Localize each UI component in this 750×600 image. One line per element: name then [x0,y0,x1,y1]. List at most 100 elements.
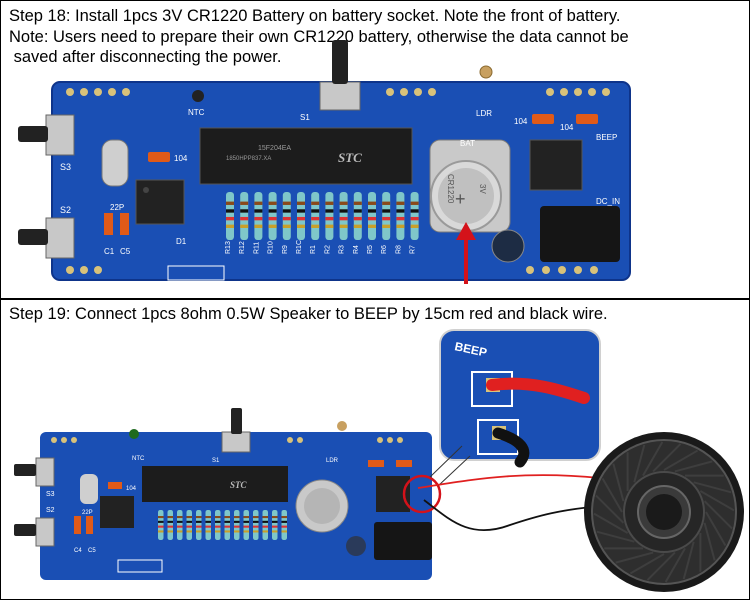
ntc-sensor [192,90,204,102]
resistor-label: R5 [367,245,374,254]
resistor-label: R1C [296,240,303,254]
mcu-chip-2 [142,466,288,502]
ntc-sensor-2 [129,429,139,439]
battery-model: CR1220 [446,174,455,204]
step18-line3: saved after disconnecting the power. [9,48,282,66]
resistor-label: R11 [253,242,260,254]
svg-text:+: + [455,189,466,209]
electrolytic-cap [491,229,525,263]
ds-chip-2 [100,496,134,528]
electrolytic-cap-2 [346,536,366,556]
step19-line1: Step 19: Connect 1pcs 8ohm 0.5W Speaker … [9,305,608,323]
resistor [158,510,164,540]
resistor [262,510,268,540]
label-grtv: G R T V [172,284,204,294]
cap-22p-a [104,213,113,235]
label-s3: S3 [60,162,71,172]
mcu-chip: STC 15F204EA 1850HPP837.XA [199,127,413,185]
resistor [177,510,183,540]
label-c5: C5 [120,247,131,256]
step18-line1: Step 18: Install 1pcs 3V CR1220 Battery … [9,7,621,25]
resistor-label: R3 [339,245,346,254]
label-s1-b: S1 [212,458,220,464]
battery-icon: 3V CR1220 + [429,139,511,233]
zoom-connector-b [437,455,471,487]
resistor [186,510,192,540]
arrow-up-icon [456,222,476,284]
label-c1: C1 [104,247,115,256]
cap-104-left [148,152,170,162]
resistor [272,510,278,540]
step18-line2: Note: Users need to prepare their own CR… [9,27,629,46]
resistor [196,510,202,540]
label-c5-b: C5 [88,548,96,554]
resistor-label: R10 [268,241,275,254]
resistor [234,510,240,540]
label-ntc: NTC [188,108,205,117]
label-s2: S2 [60,205,71,215]
ldr-sensor-2 [337,421,347,431]
resistor [215,510,221,540]
label-104-r2: 104 [560,123,574,132]
switch-s1 [319,40,361,111]
resistor-label: R9 [282,245,289,254]
label-104-b: 104 [126,486,137,492]
mcu-part: 15F204EA [258,145,291,152]
label-104-left: 104 [174,154,188,163]
crystal-2 [80,474,98,504]
step19-caption: Step 19: Connect 1pcs 8ohm 0.5W Speaker … [9,304,608,324]
mcu-brand-b: STC [230,480,248,490]
section-divider [0,298,750,300]
pcb-board-2 [40,432,432,580]
resistor [281,510,287,540]
resistor [205,510,211,540]
label-dcin: DC_IN [596,197,620,206]
cap-104-r2 [576,114,598,124]
label-bat: BAT [460,139,475,148]
label-ldr: LDR [476,109,492,118]
label-d1: D1 [176,237,187,246]
resistor-label: R7 [410,245,417,254]
switch-s2-b [35,517,55,547]
resistor [253,510,259,540]
label-ldr-b: LDR [326,458,339,464]
resistor-label: R2 [324,245,331,254]
red-wire [417,474,601,489]
switch-s2 [18,217,75,259]
dc-jack-2 [374,522,432,560]
resistor [167,510,173,540]
label-s1: S1 [300,113,310,122]
step18-caption: Step 18: Install 1pcs 3V CR1220 Battery … [9,6,744,68]
top-pin-holes [66,88,610,274]
resistor [224,510,230,540]
label-c4-b: C4 [74,548,82,554]
speaker-icon [584,432,744,592]
switch-s1-b [231,408,242,434]
dc-jack [540,206,620,262]
label-s2-b: S2 [46,507,55,514]
label-22p: 22P [110,203,124,212]
resistor-label: R13 [225,241,232,254]
ldr-sensor [479,65,493,79]
top-pin-holes-2 [51,437,403,443]
switch-s3-b [35,457,55,487]
chip-right [529,139,583,191]
cap-104-r1 [532,114,554,124]
resistor-label: R6 [381,245,388,254]
zoom-connector-a [429,445,463,478]
zoom-inset: BEEP [439,329,601,468]
label-s3-b: S3 [46,491,55,498]
switch-s3 [18,114,75,156]
label-ntc-b: NTC [132,456,145,462]
resistor-label: R8 [395,245,402,254]
battery-voltage: 3V [478,184,487,194]
resistor-label: R4 [353,245,360,254]
resistor-row-2 [158,510,287,540]
black-wire [423,499,601,532]
chip-icon [135,179,185,225]
label-22p-b: 22P [82,510,93,516]
resistor [243,510,249,540]
